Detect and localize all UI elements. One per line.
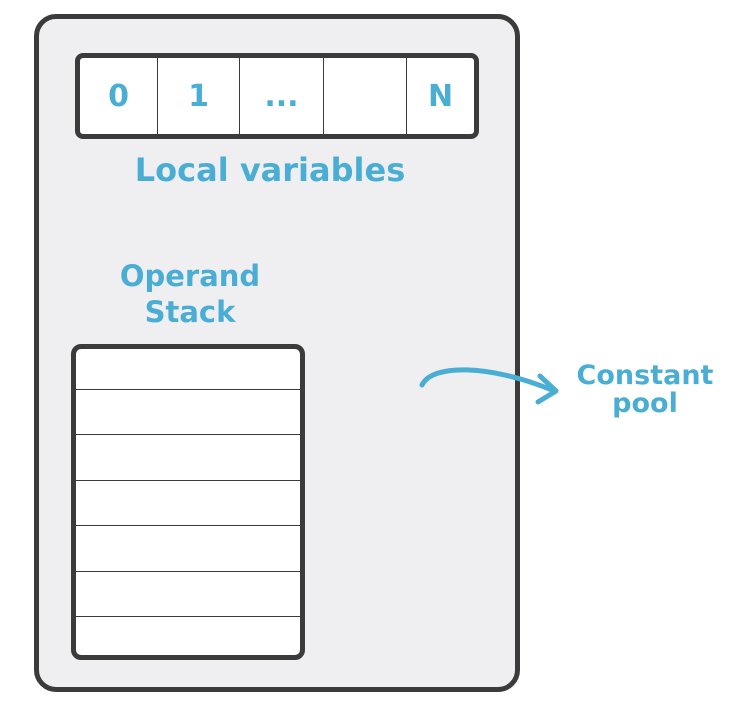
- local-variable-cell: 1: [158, 58, 240, 134]
- local-variables-label: Local variables: [134, 151, 406, 189]
- local-variable-cell: 0: [80, 58, 158, 134]
- arrow-shaft: [419, 367, 555, 393]
- operand-stack-slot-divider: [76, 571, 300, 572]
- constant-pool-label: Constant pool: [560, 362, 730, 418]
- local-variables-table: 0 1 ... N: [75, 53, 479, 139]
- arrow-head: [535, 373, 559, 405]
- operand-stack-slot-divider: [76, 480, 300, 481]
- constant-pool-label-line2: pool: [612, 388, 678, 419]
- operand-stack-slot-divider: [76, 616, 300, 617]
- operand-stack-label-line1: Operand: [119, 259, 261, 293]
- operand-stack-slot-divider: [76, 525, 300, 526]
- constant-pool-label-line1: Constant: [576, 360, 714, 391]
- local-variable-cell: N: [427, 78, 454, 114]
- local-variable-cell: [324, 58, 407, 134]
- operand-stack-slot-divider: [76, 434, 300, 435]
- local-variable-cell: ...: [240, 58, 324, 134]
- operand-stack-slot-divider: [76, 389, 300, 390]
- operand-stack-label: Operand Stack: [85, 258, 295, 330]
- operand-stack: [71, 344, 305, 660]
- operand-stack-label-line2: Stack: [144, 295, 236, 329]
